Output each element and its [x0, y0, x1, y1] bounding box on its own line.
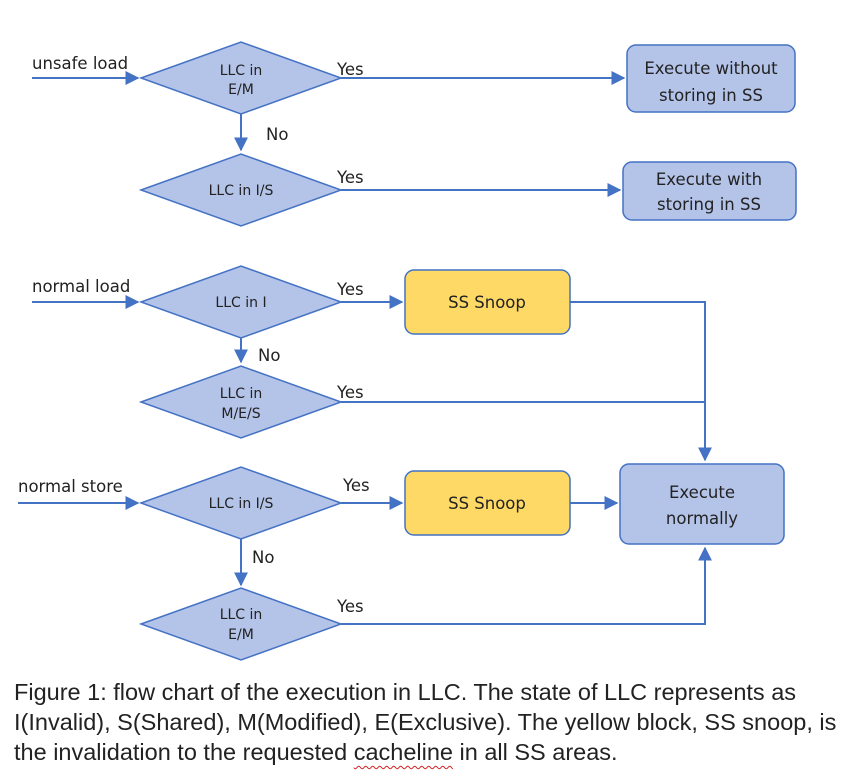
- yes-label: Yes: [336, 168, 364, 187]
- decision-text-line1: LLC in: [220, 63, 263, 79]
- box-execute-without-storing: [626, 44, 796, 113]
- ss-snoop-label: SS Snoop: [448, 494, 526, 513]
- box-execute-with-storing: [622, 161, 797, 221]
- yes-label: Yes: [342, 476, 370, 495]
- arrow-snoop-to-execute: [570, 301, 712, 462]
- box-text-line2: storing in SS: [657, 195, 761, 214]
- decision-text-line2: E/M: [228, 627, 254, 643]
- figure-caption: Figure 1: flow chart of the execution in…: [14, 677, 846, 767]
- caption-flagged-word: cacheline: [353, 739, 453, 765]
- no-label: No: [258, 346, 280, 365]
- no-label: No: [252, 548, 274, 567]
- decision-llc-in-em-store: [138, 587, 344, 661]
- decision-text: LLC in I/S: [209, 183, 274, 199]
- decision-text: LLC in I: [215, 295, 266, 311]
- input-label-normal-store: normal store: [18, 477, 123, 496]
- no-label: No: [266, 125, 288, 144]
- yes-label: Yes: [336, 597, 364, 616]
- decision-text-line2: E/M: [228, 82, 254, 98]
- box-text-line1: Execute without: [644, 59, 778, 78]
- decision-text-line1: LLC in: [220, 386, 263, 402]
- input-label-normal-load: normal load: [32, 277, 130, 296]
- arrow-yes-to-execute: [341, 546, 712, 625]
- caption-text-end: in all SS areas.: [452, 739, 618, 765]
- box-text-line2: storing in SS: [659, 86, 763, 105]
- caption-text: Figure 1: flow chart of the execution in…: [14, 679, 837, 765]
- yes-label: Yes: [336, 280, 364, 299]
- ss-snoop-label: SS Snoop: [448, 293, 526, 312]
- yes-label: Yes: [336, 60, 364, 79]
- decision-llc-in-mes: [138, 365, 344, 439]
- decision-text-line1: LLC in: [220, 607, 263, 623]
- box-text-line1: Execute with: [656, 170, 762, 189]
- input-label-unsafe-load: unsafe load: [32, 54, 128, 73]
- decision-text-line2: M/E/S: [221, 406, 260, 422]
- box-text-line1: Execute: [669, 483, 735, 502]
- box-execute-normally: [619, 463, 785, 545]
- yes-label: Yes: [336, 383, 364, 402]
- box-text-line2: normally: [666, 509, 738, 528]
- decision-text: LLC in I/S: [209, 496, 274, 512]
